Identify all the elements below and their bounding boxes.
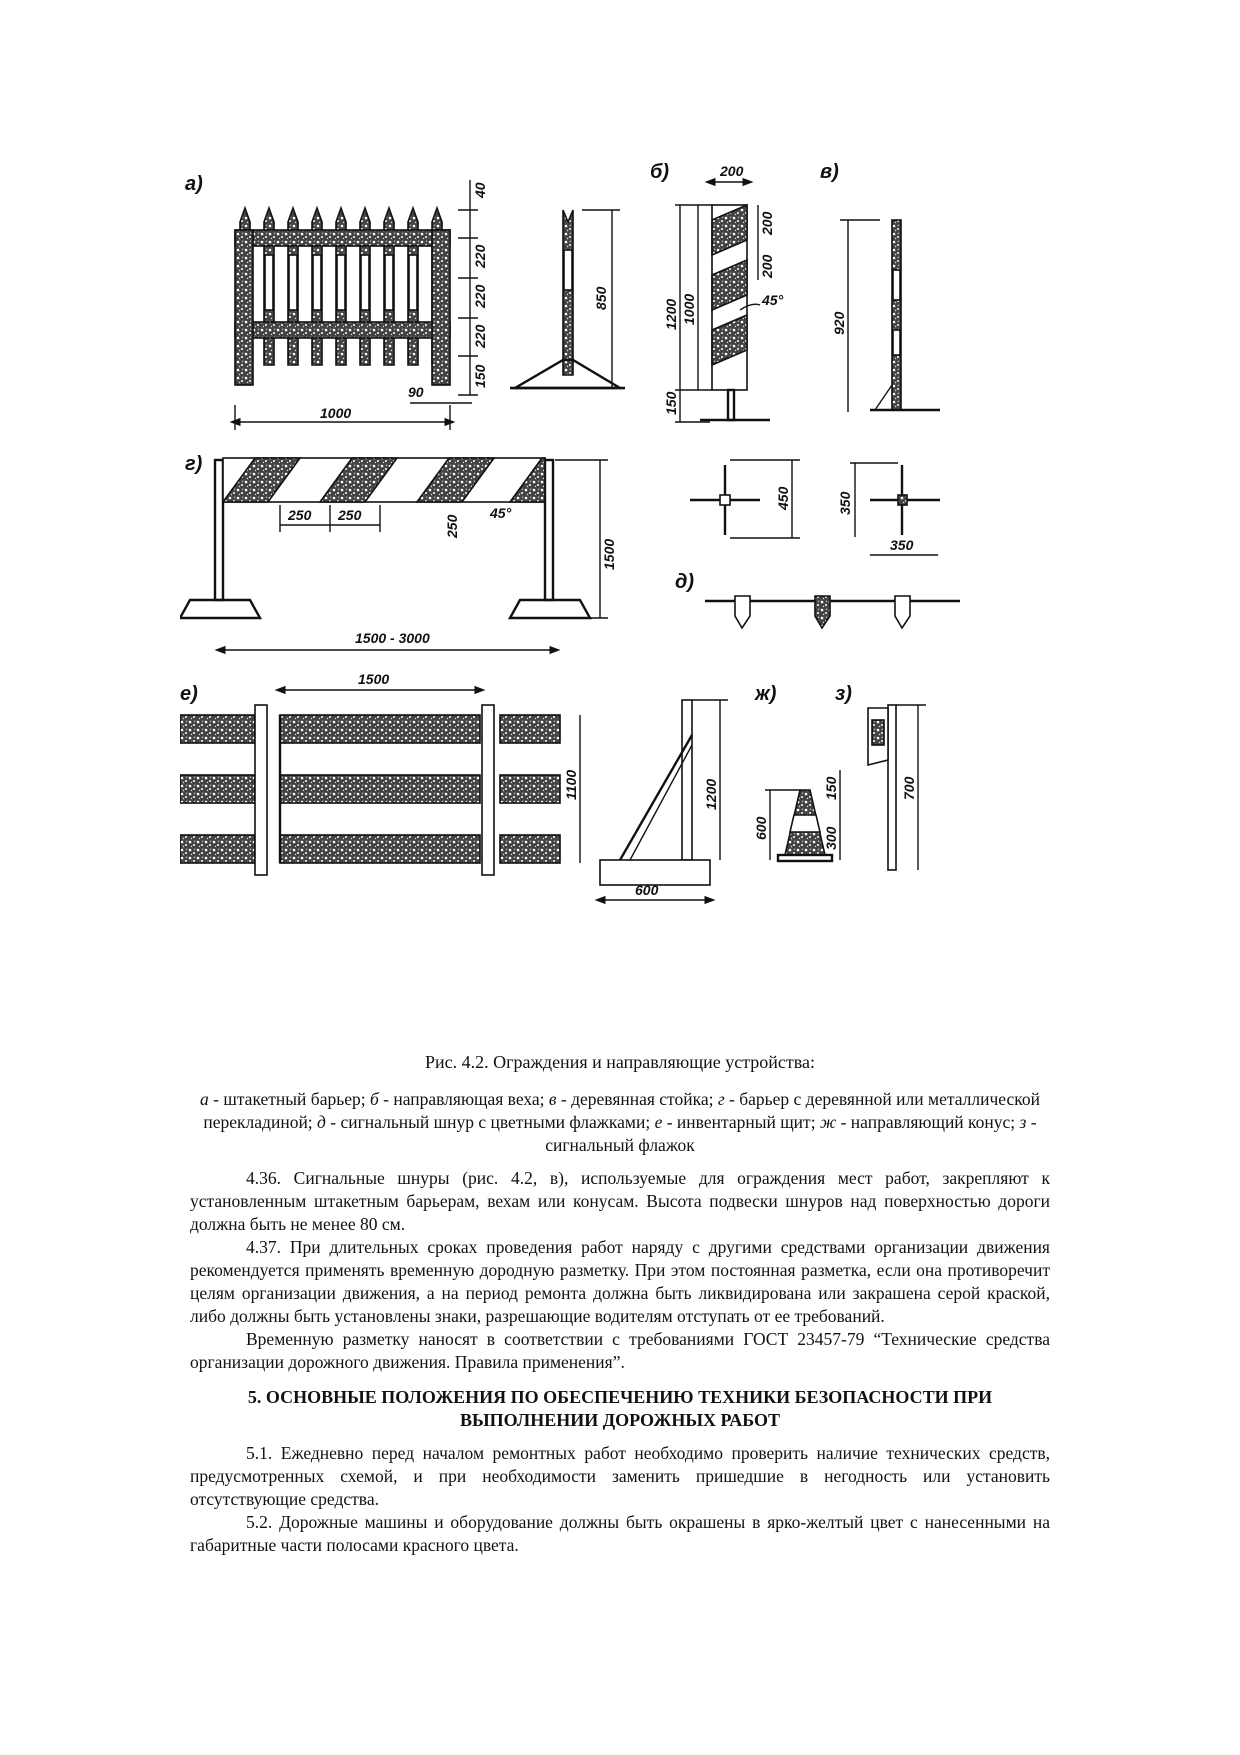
guide-cone-zh: ж) 600 150 300 (753, 683, 841, 863)
caption-item-text: - сигнальный флажок (545, 1112, 1037, 1155)
caption-item-text: - сигнальный шнур с цветными флажками; (325, 1112, 655, 1132)
dim-cross-v-height: 350 (837, 491, 853, 515)
caption-item-text: - направляющий конус; (836, 1112, 1020, 1132)
picket-white-band (360, 254, 370, 311)
picket-white-band (264, 254, 274, 311)
picket-white-band (336, 254, 346, 311)
caption-letter: з (1019, 1112, 1027, 1132)
caption-letter: в (548, 1089, 557, 1109)
dim-a-top: 40 (472, 182, 488, 199)
dim-g-angle: 45° (489, 505, 512, 521)
caption-letter: ж (819, 1112, 837, 1132)
caption-letter: а (200, 1089, 209, 1109)
dim-g-span: 1500 - 3000 (355, 630, 430, 646)
signal-flag-z: з) 700 (835, 683, 926, 871)
signal-cord-d: д) (675, 571, 960, 630)
caption-letter: г (717, 1089, 725, 1109)
dim-b-stripe1: 200 (759, 211, 775, 236)
dim-e-side-height: 1200 (703, 779, 719, 810)
dim-e-height: 1100 (563, 770, 579, 800)
crossbar-barrier-g: г) 250 250 250 45° 1500 1500 - 3000 (180, 453, 617, 655)
dim-a-s1: 220 (472, 244, 488, 269)
dim-b-stripe2: 200 (759, 254, 775, 279)
dim-a-width: 1000 (320, 405, 351, 421)
picket-white-band (384, 254, 394, 311)
section-5-heading: 5. ОСНОВНЫЕ ПОЛОЖЕНИЯ ПО ОБЕСПЕЧЕНИЮ ТЕХ… (247, 1387, 993, 1430)
dim-b-width: 200 (719, 163, 744, 179)
caption-item-text: - деревянная стойка; (556, 1089, 718, 1109)
dim-cross-b-height: 450 (775, 486, 791, 511)
cross-base-b: 450 (690, 459, 800, 539)
caption-item-text: - штакетный барьер; (208, 1089, 370, 1109)
caption-item-text: - направляющая веха; (378, 1089, 549, 1109)
panel-label-a: а) (185, 173, 203, 195)
paragraph-4-37: 4.37. При длительных сроках проведения р… (190, 1237, 1050, 1326)
panel-label-g: г) (185, 453, 203, 475)
inventory-shield-e: е) 1500 1100 1200 600 (180, 671, 728, 905)
caption-letter: е (654, 1112, 663, 1132)
dim-a-bottom: 150 (472, 364, 488, 388)
guide-post-b: б) 200 1200 1000 150 200 200 45° (650, 161, 784, 423)
paragraph-4-37-marking: Временную разметку наносят в соответстви… (190, 1329, 1050, 1372)
dim-z-height: 700 (901, 776, 917, 800)
dim-a-side-height: 850 (593, 286, 609, 310)
dim-a-s2: 220 (472, 284, 488, 309)
dim-g-height: 1500 (601, 539, 617, 570)
panel-label-zh: ж) (754, 683, 777, 705)
caption-item-text: - барьер с деревянной или металлической … (203, 1089, 1040, 1132)
dim-a-post: 90 (408, 384, 424, 400)
picket-white-band (288, 254, 298, 311)
dim-g-stripe2: 250 (337, 507, 362, 523)
panel-label-z: з) (835, 683, 852, 705)
wooden-stand-v: в) 920 (820, 161, 940, 412)
dim-zh-mid: 300 (823, 826, 839, 850)
dim-b-angle: 45° (761, 292, 784, 308)
dim-a-s3: 220 (472, 324, 488, 349)
caption-letter: б (369, 1089, 379, 1109)
panel-label-v: в) (820, 161, 839, 183)
dim-b-total: 1200 (663, 299, 679, 330)
caption-item-text: - инвентарный щит; (662, 1112, 820, 1132)
paragraph-5-1: 5.1. Ежедневно перед началом ремонтных р… (190, 1443, 1050, 1509)
panel-label-d: д) (675, 571, 694, 593)
dim-e-width: 1500 (358, 671, 389, 687)
picket-white-band (408, 254, 418, 311)
dim-zh-top: 150 (823, 776, 839, 800)
dim-e-base: 600 (635, 882, 659, 898)
dim-zh-height: 600 (753, 816, 769, 840)
dim-g-stripe1: 250 (287, 507, 312, 523)
picket-barrier-a: а) 1000 90 40 220 220 220 150 850 (185, 173, 625, 430)
figure-4-2: а) 1000 90 40 220 220 220 150 850 б) (180, 160, 1080, 1040)
dim-v-height: 920 (831, 311, 847, 335)
caption-letter: д (317, 1112, 326, 1132)
dim-cross-v-width: 350 (890, 537, 914, 553)
dim-b-board: 1000 (681, 294, 697, 325)
dim-g-stripe-w: 250 (444, 514, 460, 539)
picket-white-band (312, 254, 322, 311)
paragraph-5-2: 5.2. Дорожные машины и оборудование долж… (190, 1512, 1050, 1555)
paragraph-4-36: 4.36. Сигнальные шнуры (рис. 4.2, в), ис… (190, 1168, 1050, 1234)
figure-caption-legend: а - штакетный барьер; б - направляющая в… (190, 1088, 1050, 1157)
cross-base-v: 350 350 (837, 462, 940, 556)
panel-label-b: б) (650, 161, 669, 183)
panel-label-e: е) (180, 683, 198, 705)
dim-b-base: 150 (663, 391, 679, 415)
document-body: 4.36. Сигнальные шнуры (рис. 4.2, в), ис… (190, 1167, 1050, 1557)
figure-caption-title: Рис. 4.2. Ограждения и направляющие устр… (424, 1052, 816, 1072)
